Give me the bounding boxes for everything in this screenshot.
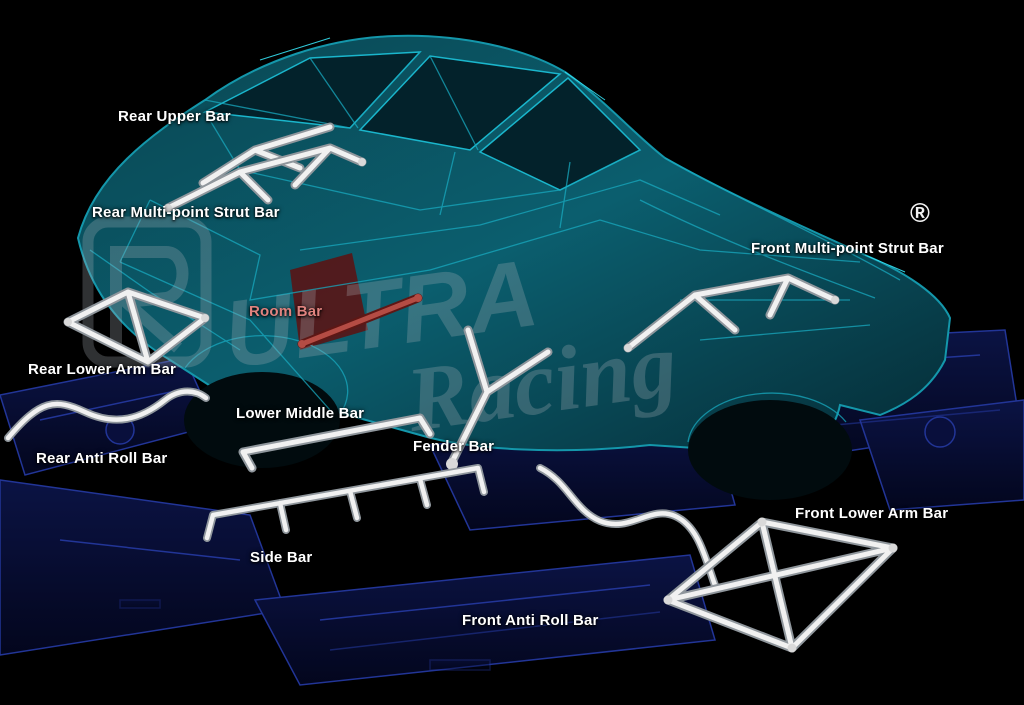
body-highlights	[259, 37, 906, 273]
room-bar-part	[297, 293, 423, 349]
lower-middle-bar-part	[238, 413, 435, 473]
rear-anti-roll-bar-part	[4, 387, 210, 442]
label-rear-upper-bar: Rear Upper Bar	[118, 108, 231, 125]
label-rear-anti-roll-bar: Rear Anti Roll Bar	[36, 450, 168, 467]
label-room-bar: Room Bar	[249, 303, 323, 320]
label-front-lower-arm-bar: Front Lower Arm Bar	[795, 505, 949, 522]
label-fender-bar: Fender Bar	[413, 438, 495, 455]
label-side-bar: Side Bar	[250, 549, 313, 566]
front-wheel-opening	[688, 400, 852, 500]
front-multi-point-strut-bar-part	[623, 273, 840, 353]
chassis-bottom-rail	[253, 554, 716, 686]
front-lower-arm-bar-part	[663, 517, 898, 653]
rear-door-window-opening	[358, 55, 562, 151]
rear-multi-point-strut-bar-part	[163, 143, 367, 213]
label-front-anti-roll-bar: Front Anti Roll Bar	[462, 612, 599, 629]
label-rear-lower-arm-bar: Rear Lower Arm Bar	[28, 361, 177, 378]
fender-bar-part	[446, 325, 553, 470]
chassis-right-lower	[858, 399, 1024, 511]
front-anti-roll-bar-part	[536, 464, 720, 592]
rear-lower-arm-bar-part	[63, 287, 210, 367]
label-rear-multi-point-strut-bar: Rear Multi-point Strut Bar	[92, 204, 280, 221]
body-wireframe	[89, 51, 901, 443]
product-bars	[4, 122, 898, 653]
registered-trademark-symbol: ®	[910, 198, 930, 228]
label-front-multi-point-strut-bar: Front Multi-point Strut Bar	[751, 240, 944, 257]
side-bar-part	[203, 464, 488, 542]
label-lower-middle-bar: Lower Middle Bar	[236, 405, 365, 422]
